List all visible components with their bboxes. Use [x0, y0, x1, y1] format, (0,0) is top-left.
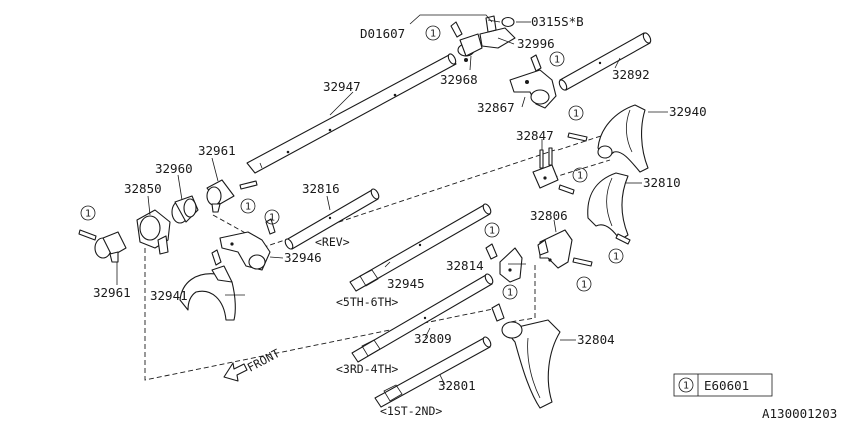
interlock-32996 — [457, 15, 516, 62]
label-32867: 32867 — [477, 100, 515, 115]
shift-rod-32801 — [374, 336, 492, 408]
callout-1-32806: 1 — [576, 276, 592, 292]
bracket-32961-upper — [206, 179, 235, 213]
callout-1-32810: 1 — [608, 248, 624, 264]
pin-32961-upper — [239, 180, 258, 190]
label-32806: 32806 — [530, 208, 568, 223]
legend-code: E60601 — [704, 378, 749, 393]
label-gear-3rd-4th: <3RD-4TH> — [336, 362, 398, 376]
label-gear-5th-6th: <5TH-6TH> — [336, 295, 398, 309]
lever-32806 — [537, 229, 573, 269]
label-32945: 32945 — [387, 276, 425, 291]
label-32892: 32892 — [612, 67, 650, 82]
shift-fork-32810 — [587, 172, 629, 241]
pin-D01607 — [450, 21, 463, 38]
callout-1-32961-lower: 1 — [80, 205, 96, 221]
bracket-32961-lower — [94, 231, 127, 263]
lever-32946 — [219, 231, 271, 271]
pins-32814 — [485, 243, 505, 322]
pin-top-right — [530, 54, 542, 72]
label-gear-1st-2nd: <1ST-2ND> — [380, 404, 442, 418]
svg-text:1: 1 — [269, 213, 275, 224]
label-32968: 32968 — [440, 72, 478, 87]
svg-text:1: 1 — [613, 252, 619, 263]
diagram-id: A130001203 — [762, 406, 837, 421]
svg-text:1: 1 — [573, 109, 579, 120]
pins-32847 — [558, 132, 588, 195]
callout-1-32847-bottom: 1 — [572, 167, 588, 183]
label-32940: 32940 — [669, 104, 707, 119]
callout-1-32847-top: 1 — [568, 105, 584, 121]
legend-box: 1 E60601 — [673, 373, 773, 397]
label-32947: 32947 — [323, 79, 361, 94]
callout-1-top-right: 1 — [549, 51, 565, 67]
label-32961-lower: 32961 — [93, 285, 131, 300]
pin-32961-lower — [78, 229, 97, 241]
shift-fork-32940 — [597, 104, 649, 173]
label-32809: 32809 — [414, 331, 452, 346]
shift-rod-32945 — [349, 203, 492, 292]
shift-rod-32809 — [351, 273, 494, 363]
label-32804: 32804 — [577, 332, 615, 347]
shift-fork-32941 — [179, 265, 236, 321]
pin-32810 — [615, 233, 631, 245]
front-arrow — [223, 362, 248, 382]
callout-1-32946: 1 — [264, 209, 280, 225]
label-D01607: D01607 — [360, 26, 405, 41]
label-front: FRONT — [245, 346, 282, 375]
svg-text:1: 1 — [507, 288, 513, 299]
callout-1-32814: 1 — [484, 222, 500, 238]
sleeve-32960 — [171, 195, 199, 224]
svg-text:1: 1 — [245, 202, 251, 213]
label-32941: 32941 — [150, 288, 188, 303]
callout-1-32961-upper: 1 — [240, 198, 256, 214]
callout-marks: 1 1 1 1 1 1 1 1 — [80, 25, 624, 300]
svg-text:1: 1 — [85, 209, 91, 220]
svg-text:1: 1 — [489, 226, 495, 237]
svg-text:1: 1 — [554, 55, 560, 66]
block-32847 — [532, 147, 559, 189]
label-32810: 32810 — [643, 175, 681, 190]
callout-1-top: 1 — [425, 25, 441, 41]
leader-lines — [116, 14, 668, 386]
pin-32806 — [572, 257, 593, 267]
housing-32850 — [136, 209, 171, 255]
label-32946: 32946 — [284, 250, 322, 265]
label-32847: 32847 — [516, 128, 554, 143]
lever-32814 — [499, 247, 523, 283]
arm-32867 — [509, 69, 557, 109]
shift-rod-32892 — [558, 32, 652, 91]
legend-mark: 1 — [683, 381, 689, 392]
callout-1-32804: 1 — [502, 284, 518, 300]
label-32960: 32960 — [155, 161, 193, 176]
label-rev: <REV> — [315, 235, 350, 249]
shift-rod-32816 — [284, 188, 380, 250]
label-32801: 32801 — [438, 378, 476, 393]
svg-text:1: 1 — [577, 171, 583, 182]
label-32816: 32816 — [302, 181, 340, 196]
shift-fork-32804 — [501, 319, 561, 409]
label-0315SB: 0315S*B — [531, 14, 584, 29]
svg-text:1: 1 — [430, 29, 436, 40]
label-32996: 32996 — [517, 36, 555, 51]
label-32961-upper: 32961 — [198, 143, 236, 158]
label-32814: 32814 — [446, 258, 484, 273]
label-32850: 32850 — [124, 181, 162, 196]
shift-rod-32947 — [246, 53, 457, 174]
svg-text:1: 1 — [581, 280, 587, 291]
clip-0315S — [501, 16, 515, 28]
